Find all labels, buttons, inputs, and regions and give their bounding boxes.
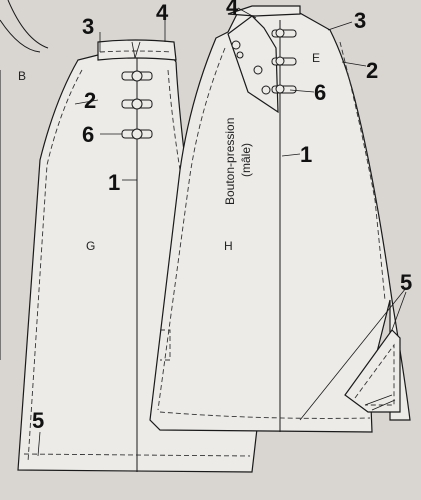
- snap-button-icon: [253, 65, 263, 75]
- snap-label: Bouton-pression: [223, 118, 237, 205]
- callout-2-g: 2: [84, 88, 96, 113]
- callout-2-h: 2: [366, 58, 378, 83]
- snap-sub-label: (mâle): [239, 143, 253, 177]
- frog-closure: [271, 56, 297, 66]
- garment-h-collar: [227, 5, 301, 17]
- callout-1-h: 1: [300, 142, 312, 167]
- callout-1-g: 1: [108, 170, 120, 195]
- snap-button-icon: [261, 85, 271, 95]
- piece-b-fragment: [0, 0, 49, 360]
- callout-6-h: 6: [314, 80, 326, 105]
- frog-closure: [121, 128, 153, 140]
- snap-button-icon: [236, 51, 244, 59]
- callout-6-g: 6: [82, 122, 94, 147]
- garment-h: [149, 5, 411, 433]
- frog-closure: [271, 28, 297, 38]
- callout-4-g: 4: [156, 0, 169, 25]
- garment-g-collar: [97, 39, 177, 61]
- callout-5-h: 5: [400, 270, 412, 295]
- frog-closure: [121, 98, 153, 110]
- mark-e-label: E: [312, 51, 320, 65]
- callout-5-g: 5: [32, 408, 44, 433]
- callout-3-h: 3: [354, 8, 366, 33]
- snap-button-icon: [231, 40, 241, 50]
- piece-b-label: B: [18, 69, 26, 83]
- piece-h-label: H: [224, 239, 233, 253]
- garment-h-side-slit: [344, 329, 401, 413]
- callout-4-h: 4: [226, 0, 239, 19]
- frog-closure: [271, 84, 297, 94]
- snap-annotation: Bouton-pression (mâle): [223, 118, 253, 205]
- piece-g-label: G: [86, 239, 95, 253]
- frog-closure: [121, 70, 153, 82]
- callout-3-g: 3: [82, 14, 94, 39]
